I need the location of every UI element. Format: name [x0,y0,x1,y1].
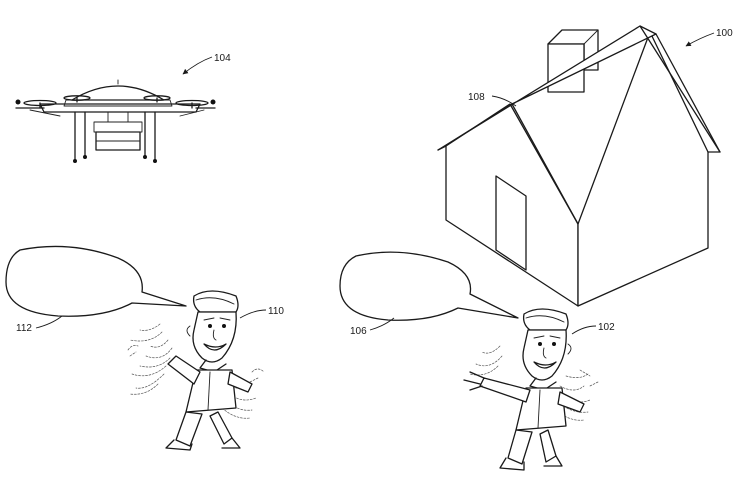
person-right [463,308,599,471]
label-person-right: 102 [598,322,615,333]
person-left [127,290,265,451]
label-drone: 104 [214,53,231,64]
delivery-drone [15,79,216,163]
label-speech-right: 106 [350,326,367,337]
label-house: 100 [716,28,733,39]
label-roof: 108 [468,92,485,103]
label-speech-left: 112 [16,323,32,334]
house [437,25,721,307]
speech-bubble-right [339,251,519,321]
label-person-left: 110 [268,306,284,317]
speech-bubble-left [5,245,187,317]
